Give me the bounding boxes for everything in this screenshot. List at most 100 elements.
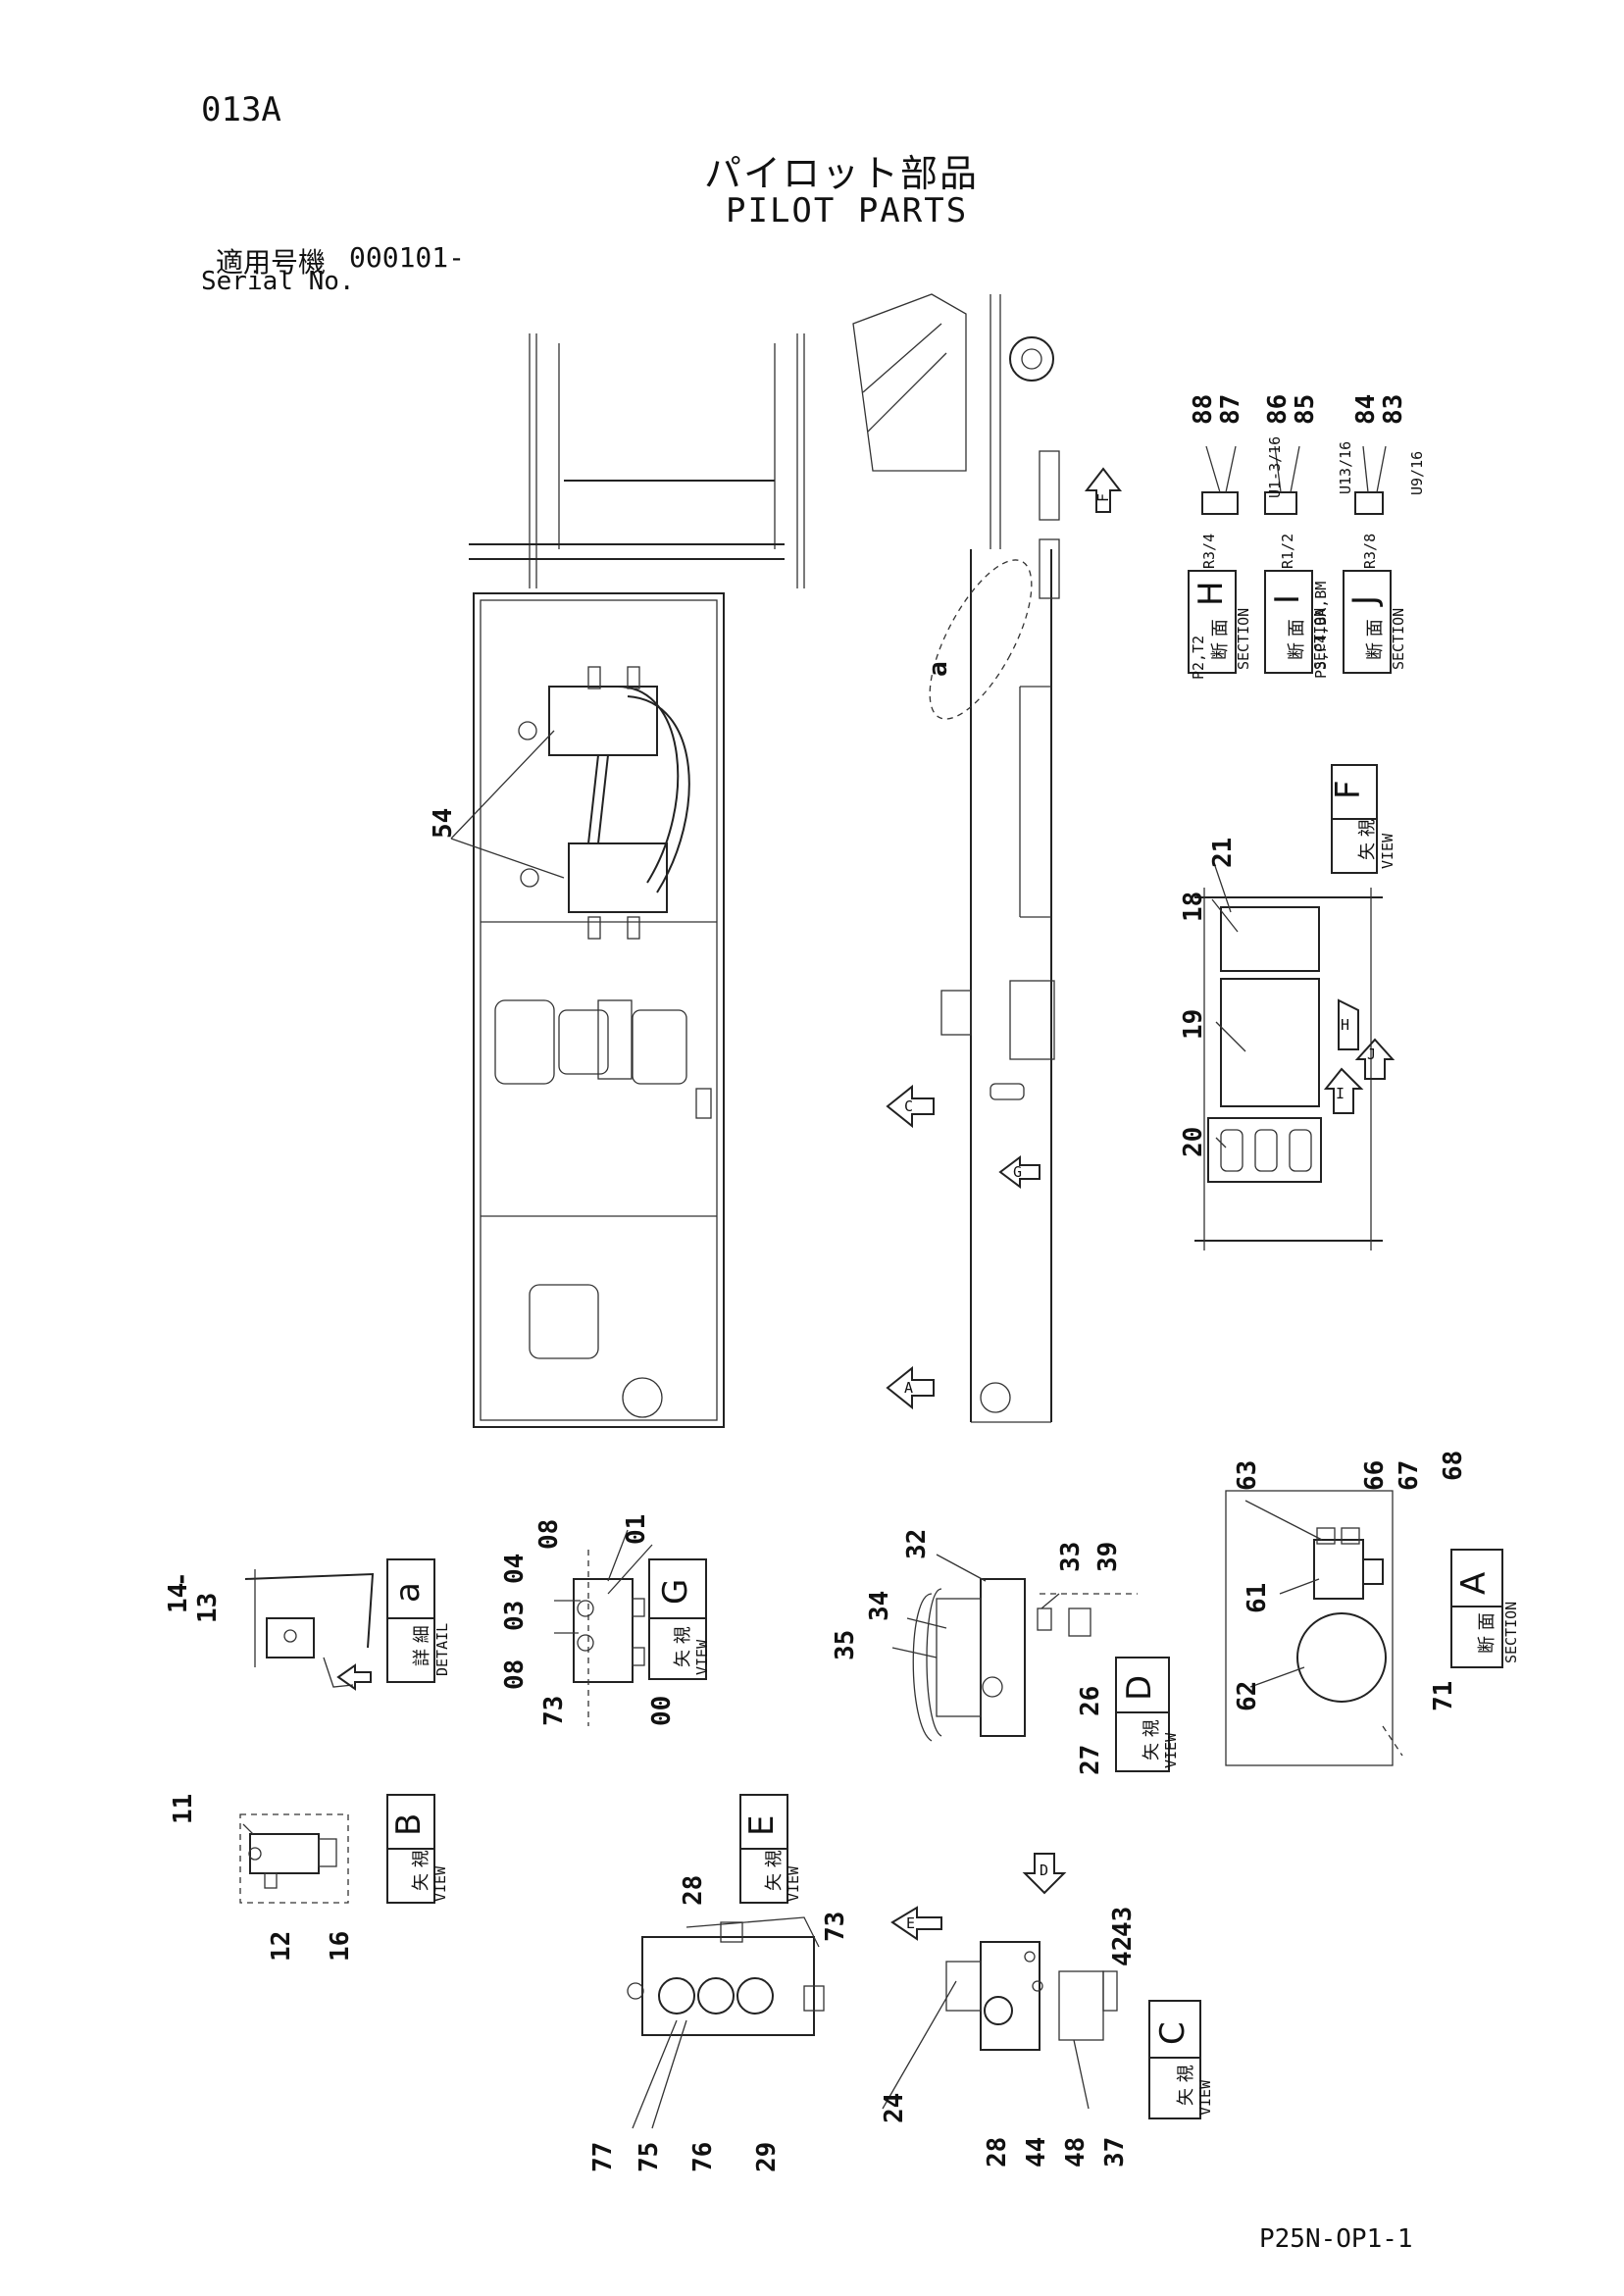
main-frame-left	[469, 333, 805, 1428]
callout-85: 85	[1291, 394, 1320, 425]
page-title-en: PILOT PARTS	[726, 191, 969, 230]
callout-67: 67	[1395, 1460, 1424, 1491]
callout-62: 62	[1233, 1681, 1262, 1711]
callout-33: 33	[1056, 1542, 1086, 1572]
callout-44: 44	[1022, 2137, 1051, 2168]
callout-32: 32	[902, 1529, 932, 1559]
detail-a-en: DETAIL	[433, 1623, 451, 1676]
fittings-group	[1188, 445, 1392, 674]
thread-u-h: U1-3/16	[1266, 436, 1284, 498]
view-b-en: VIEW	[431, 1865, 449, 1902]
view-c-jp: 矢 視	[1176, 2065, 1196, 2106]
callout-21: 21	[1208, 838, 1238, 868]
callout-dash: -	[167, 1571, 196, 1587]
callout-87: 87	[1216, 394, 1245, 425]
callout-84: 84	[1351, 394, 1381, 425]
callout-18: 18	[1179, 892, 1208, 922]
page-code: 013A	[201, 90, 281, 129]
view-f-letter: F	[1329, 780, 1368, 799]
callouts-view-f: 18 21 19 20	[1179, 838, 1238, 1157]
callout-g-03: 03	[500, 1601, 530, 1631]
fitting-part-numbers: 88 87 86 85 84 83	[1189, 394, 1408, 425]
view-c-sketch: E D	[890, 1853, 1118, 2051]
callout-54: 54	[429, 808, 458, 839]
callout-37: 37	[1100, 2137, 1130, 2168]
view-d-jp: 矢 視	[1142, 1719, 1162, 1760]
callout-c-28: 28	[983, 2137, 1012, 2168]
callout-20: 20	[1179, 1127, 1208, 1157]
view-e-letter: E	[742, 1815, 782, 1836]
callout-g-01: 01	[622, 1514, 651, 1545]
callout-14: 14	[164, 1583, 193, 1613]
callout-g-08a: 08	[534, 1519, 564, 1550]
section-i-ports: P3,P4,BA,BM	[1312, 582, 1330, 679]
section-j-jp: 断 面	[1365, 619, 1386, 660]
section-j-letter: J	[1345, 595, 1385, 607]
svg-text:J: J	[1367, 1046, 1376, 1063]
detail-a-letter: a	[388, 1582, 428, 1603]
main-frame-right	[852, 293, 1060, 1423]
section-i-jp: 断 面	[1287, 619, 1307, 660]
serial-label-en: Serial No.	[201, 267, 355, 296]
section-a-sketch	[1225, 1490, 1403, 1766]
section-h-ports: P2,T2	[1190, 636, 1207, 680]
callouts-view-c: 24 28 44 48 37 43 42	[880, 1907, 1138, 2168]
callout-12: 12	[267, 1931, 296, 1962]
callout-71: 71	[1429, 1681, 1458, 1711]
view-d-en: VIEW	[1162, 1732, 1180, 1768]
callout-86: 86	[1263, 394, 1293, 425]
section-h-letter: H	[1192, 581, 1231, 606]
callouts-view-b: 11 12 16	[169, 1794, 355, 1962]
callout-68: 68	[1439, 1451, 1468, 1481]
svg-text:G: G	[1013, 1163, 1022, 1181]
section-j-en: SECTION	[1390, 608, 1407, 670]
section-a-letter: A	[1454, 1572, 1494, 1595]
thread-r-h: R3/4	[1200, 534, 1218, 569]
callout-39: 39	[1093, 1542, 1123, 1572]
view-arrows-main: F C G A	[886, 467, 1123, 1410]
callouts-detail-a: 14 - 13	[164, 1571, 223, 1623]
callout-24: 24	[880, 2093, 909, 2123]
callout-16: 16	[326, 1931, 355, 1962]
view-g-letter: G	[656, 1579, 695, 1605]
view-d-letter: D	[1120, 1675, 1159, 1701]
callout-63: 63	[1233, 1460, 1262, 1491]
drawing-code: P25N-OP1-1	[1259, 2224, 1413, 2254]
section-a-en: SECTION	[1502, 1602, 1520, 1663]
callout-11: 11	[169, 1794, 198, 1824]
section-a-jp: 断 面	[1477, 1612, 1497, 1654]
callout-g-08b: 08	[500, 1659, 530, 1690]
callouts-section-a: 63 66 67 68 61 71 62	[1233, 1451, 1468, 1711]
serial-label-jp: 適用号機	[216, 246, 327, 279]
callout-34: 34	[865, 1591, 894, 1621]
view-b-jp: 矢 視	[411, 1850, 431, 1891]
svg-text:I: I	[1336, 1085, 1345, 1102]
detail-a-sketch	[244, 1569, 375, 1691]
section-h-en: SECTION	[1235, 608, 1252, 670]
serial-value: 000101-	[349, 241, 466, 274]
callout-88: 88	[1189, 394, 1218, 425]
section-i-letter: I	[1268, 594, 1307, 604]
callout-76: 76	[688, 2142, 718, 2172]
callout-75: 75	[634, 2142, 664, 2172]
callout-43: 43	[1108, 1907, 1138, 1937]
view-g-jp: 矢 視	[673, 1626, 693, 1667]
thread-r-j: R3/8	[1361, 534, 1379, 569]
callouts-view-g: 08 04 03 01 08 73 00	[500, 1514, 677, 1726]
callout-26: 26	[1076, 1686, 1105, 1716]
svg-text:D: D	[1040, 1862, 1048, 1879]
label-boxes	[386, 764, 1503, 2119]
view-f-panel: J H I	[1194, 888, 1396, 1250]
view-g-sketch	[573, 1550, 645, 1726]
detail-mark-a: a	[924, 661, 953, 677]
callout-e-28: 28	[679, 1875, 708, 1906]
view-f-en: VIEW	[1379, 833, 1396, 869]
callout-29: 29	[752, 2142, 782, 2172]
section-h-jp: 断 面	[1210, 619, 1231, 660]
view-c-en: VIEW	[1196, 2079, 1214, 2116]
valve-assembly-main	[450, 666, 690, 940]
view-e-sketch	[627, 1916, 825, 2036]
view-d-sketch	[912, 1578, 1138, 1742]
view-e-jp: 矢 視	[764, 1850, 785, 1891]
